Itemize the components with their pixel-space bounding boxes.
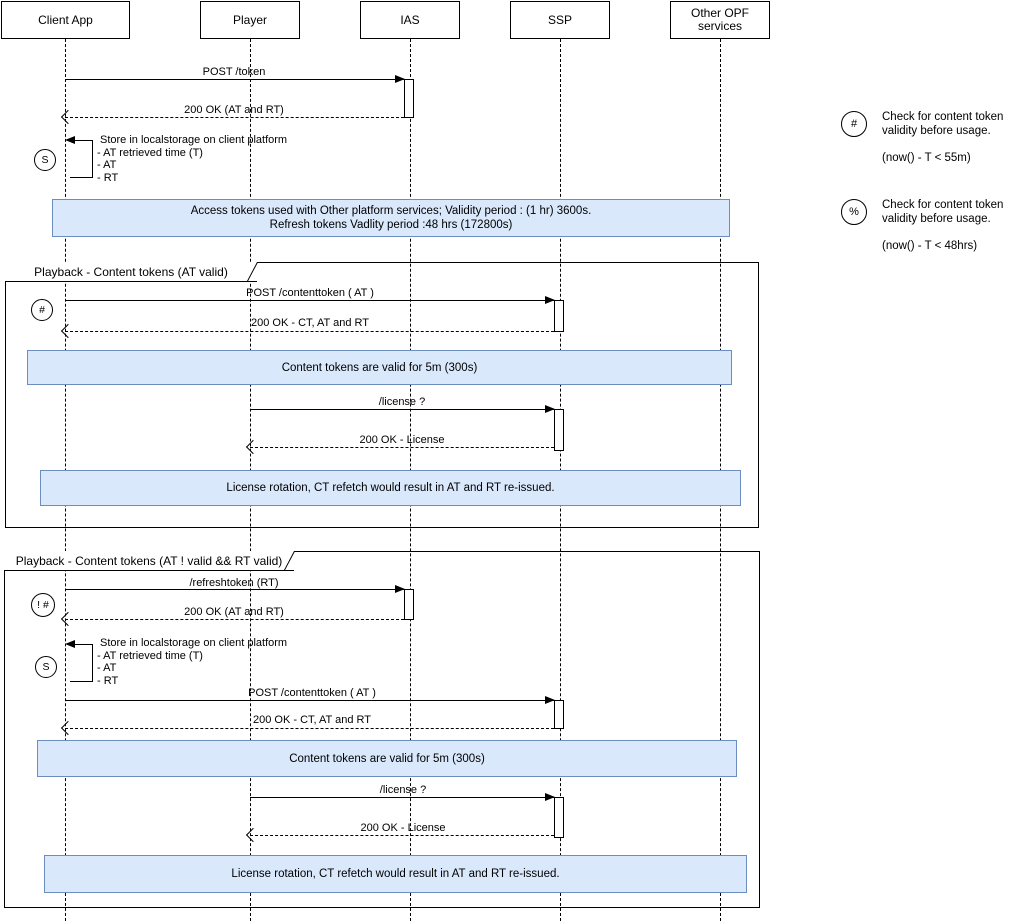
self-message-item: - AT retrieved time (T) xyxy=(97,147,203,159)
arrow-line xyxy=(65,589,404,590)
arrowhead-solid-icon xyxy=(395,75,405,83)
self-message-bracket xyxy=(70,140,93,178)
arrowhead-solid-icon xyxy=(395,585,405,593)
actor-player: Player xyxy=(200,1,300,39)
frame-playback-at-valid: Playback - Content tokens (AT valid) xyxy=(5,262,759,528)
arrow-line xyxy=(250,409,554,410)
f1-message-post-contenttoken-label: POST /contenttoken ( AT ) xyxy=(246,287,374,299)
arrow-line xyxy=(65,619,404,620)
activation-ssp-license-2 xyxy=(554,797,564,838)
f2-message-ok-at-rt-label: 200 OK (AT and RT) xyxy=(184,606,284,618)
legend-percent-condition: (now() - T < 48hrs) xyxy=(882,240,978,252)
activation-ssp-contenttoken-2 xyxy=(554,700,564,729)
note-access-validity: Access tokens used with Other platform s… xyxy=(52,199,730,237)
activation-ssp-license-1 xyxy=(554,409,564,451)
actor-other-opf: Other OPF services xyxy=(670,1,770,39)
activation-ssp-contenttoken-1 xyxy=(554,300,564,332)
legend-percent-circle: % xyxy=(841,199,867,225)
frame-tab-diagonal xyxy=(283,551,295,571)
legend-percent-text: Check for content token validity before … xyxy=(882,199,1004,225)
arrow-line xyxy=(250,835,554,836)
note-access-validity-line1: Access tokens used with Other platform s… xyxy=(190,205,592,217)
frame-playback-at-invalid: Playback - Content tokens (AT ! valid &&… xyxy=(4,551,760,908)
marker-store-circle: S xyxy=(35,656,57,678)
frame-playback-at-invalid-label: Playback - Content tokens (AT ! valid &&… xyxy=(15,553,283,568)
f1-note-content-valid: Content tokens are valid for 5m (300s) xyxy=(27,350,732,385)
f2-message-refreshtoken-label: /refreshtoken (RT) xyxy=(189,577,279,589)
self-message-title: Store in localstorage on client platform xyxy=(100,134,288,146)
self-message-item: - AT xyxy=(97,662,117,674)
legend-hash-glyph: # xyxy=(850,118,858,130)
activation-ias-auth xyxy=(404,79,414,118)
arrow-line xyxy=(65,117,404,118)
self-message-arrowhead-icon xyxy=(65,640,75,648)
legend-hash-condition: (now() - T < 55m) xyxy=(882,152,971,164)
arrowhead-solid-icon xyxy=(545,405,555,413)
self-message-item: - RT xyxy=(97,675,119,687)
arrow-line xyxy=(65,79,404,80)
marker-check-circle-1: # xyxy=(31,299,53,321)
legend-hash-circle: # xyxy=(841,111,867,137)
f1-message-license-label: /license ? xyxy=(378,396,426,408)
activation-ias-refresh xyxy=(404,589,414,620)
f1-note-license-rotation: License rotation, CT refetch would resul… xyxy=(40,470,741,506)
message-ok-at-rt-label: 200 OK (AT and RT) xyxy=(184,104,284,116)
message-post-token-label: POST /token xyxy=(202,66,266,78)
marker-store-circle: S xyxy=(34,149,56,171)
self-message-item: - RT xyxy=(97,172,119,184)
arrowhead-solid-icon xyxy=(545,296,555,304)
actor-other-opf-label: Other OPF services xyxy=(690,6,749,33)
f1-note-content-valid-text: Content tokens are valid for 5m (300s) xyxy=(281,361,478,374)
note-access-validity-line2: Refresh tokens Vadlity period :48 hrs (1… xyxy=(269,219,513,231)
f2-message-post-contenttoken-label: POST /contenttoken ( AT ) xyxy=(248,687,376,699)
legend-hash-text: Check for content token validity before … xyxy=(882,111,1004,137)
actor-client-app: Client App xyxy=(1,1,130,39)
f2-message-ok-license-label: 200 OK - License xyxy=(360,822,446,834)
arrow-line xyxy=(250,797,554,798)
marker-store-glyph: S xyxy=(41,154,49,166)
legend-percent-glyph: % xyxy=(849,206,859,218)
f1-message-ok-ct-at-rt-label: 200 OK - CT, AT and RT xyxy=(251,317,369,329)
arrow-line xyxy=(65,300,554,301)
frame-playback-at-invalid-tab: Playback - Content tokens (AT ! valid &&… xyxy=(4,551,295,571)
f2-note-license-rotation-text: License rotation, CT refetch would resul… xyxy=(231,868,560,880)
arrowhead-solid-icon xyxy=(545,793,555,801)
marker-check-invalid-glyph: ! # xyxy=(37,599,49,611)
marker-check-glyph: # xyxy=(39,304,45,316)
marker-check-invalid-circle: ! # xyxy=(31,593,55,617)
f1-message-ok-license-label: 200 OK - License xyxy=(359,434,445,446)
frame-tab-diagonal xyxy=(246,262,258,282)
f2-note-content-valid: Content tokens are valid for 5m (300s) xyxy=(37,740,737,777)
arrow-line xyxy=(65,331,554,332)
f2-note-license-rotation: License rotation, CT refetch would resul… xyxy=(44,855,747,893)
self-message-title: Store in localstorage on client platform xyxy=(100,637,288,649)
actor-client-app-label: Client App xyxy=(38,12,93,27)
self-message-item: - AT xyxy=(97,159,117,171)
frame-playback-at-valid-label: Playback - Content tokens (AT valid) xyxy=(34,264,228,279)
self-message-item: - AT retrieved time (T) xyxy=(97,650,203,662)
arrow-line xyxy=(65,700,554,701)
arrow-line xyxy=(65,728,554,729)
actor-ias-label: IAS xyxy=(400,12,420,27)
f2-message-ok-ct-at-rt-label: 200 OK - CT, AT and RT xyxy=(253,714,371,726)
f1-note-license-rotation-text: License rotation, CT refetch would resul… xyxy=(226,482,555,494)
marker-store-glyph: S xyxy=(42,661,50,673)
frame-playback-at-valid-tab: Playback - Content tokens (AT valid) xyxy=(5,262,258,282)
actor-ssp-label: SSP xyxy=(547,12,572,27)
self-message-arrowhead-icon xyxy=(65,136,75,144)
self-message-bracket xyxy=(70,644,93,682)
arrowhead-open-icon xyxy=(60,109,76,125)
actor-ias: IAS xyxy=(360,1,460,39)
f2-message-license-label: /license ? xyxy=(379,784,427,796)
actor-player-label: Player xyxy=(232,12,267,27)
actor-ssp: SSP xyxy=(510,1,610,39)
arrow-line xyxy=(250,447,554,448)
f2-note-content-valid-text: Content tokens are valid for 5m (300s) xyxy=(289,752,485,765)
arrowhead-solid-icon xyxy=(545,696,555,704)
